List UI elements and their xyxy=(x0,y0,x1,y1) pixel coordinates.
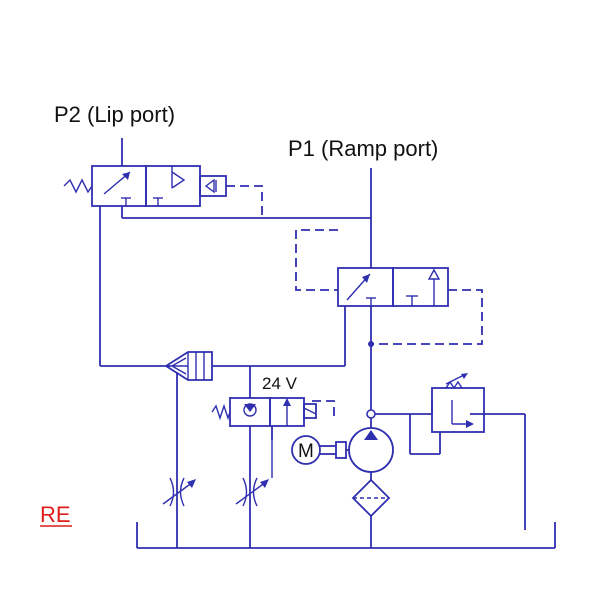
flow-control-right xyxy=(235,440,273,507)
shuttle-valve xyxy=(164,351,213,381)
pilot-lines xyxy=(226,185,483,420)
hydraulic-pump xyxy=(346,427,394,473)
cropped-red-text: RE xyxy=(40,502,71,527)
filter-icon xyxy=(351,478,391,518)
spring-icon xyxy=(445,380,463,390)
solenoid-valve-24v xyxy=(211,397,317,427)
voltage-label: 24 V xyxy=(262,374,298,393)
motor-label: M xyxy=(298,441,314,462)
p1-label: P1 (Ramp port) xyxy=(288,136,438,161)
p2-label: P2 (Lip port) xyxy=(54,102,175,127)
main-pipes xyxy=(99,168,556,549)
spring-icon xyxy=(211,403,231,421)
junction-dot xyxy=(366,409,376,419)
directional-valve-p2 xyxy=(63,138,227,207)
motor: M xyxy=(291,435,347,465)
flow-control-left xyxy=(162,477,196,507)
spring-icon xyxy=(63,178,93,194)
suction-filter xyxy=(351,478,391,518)
directional-valve-p1 xyxy=(337,267,449,307)
motor-icon xyxy=(291,435,321,465)
pressure-relief-valve xyxy=(431,373,485,433)
